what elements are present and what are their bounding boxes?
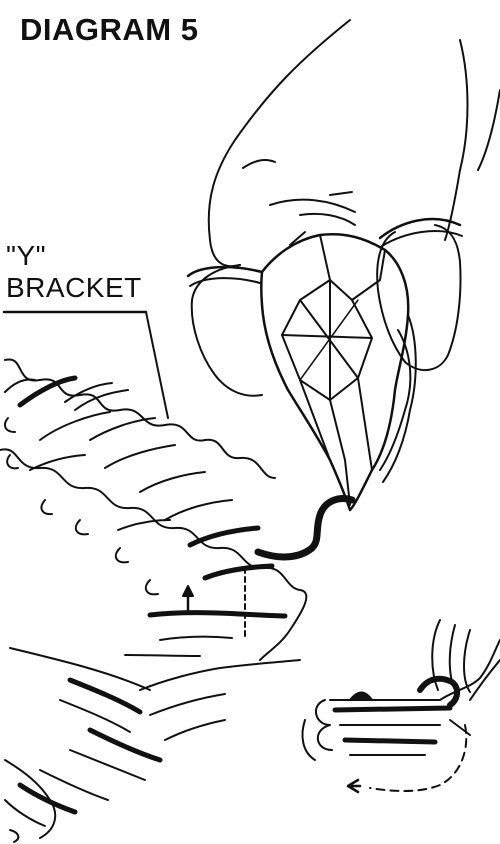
chain-strand-lower [5,648,300,842]
y-bracket-hook [258,499,352,557]
chain-strand-main [0,359,306,660]
hand-illustration [188,20,500,396]
crystal-prism [261,232,416,510]
inset-detail [302,620,500,792]
alignment-guide [183,568,245,640]
